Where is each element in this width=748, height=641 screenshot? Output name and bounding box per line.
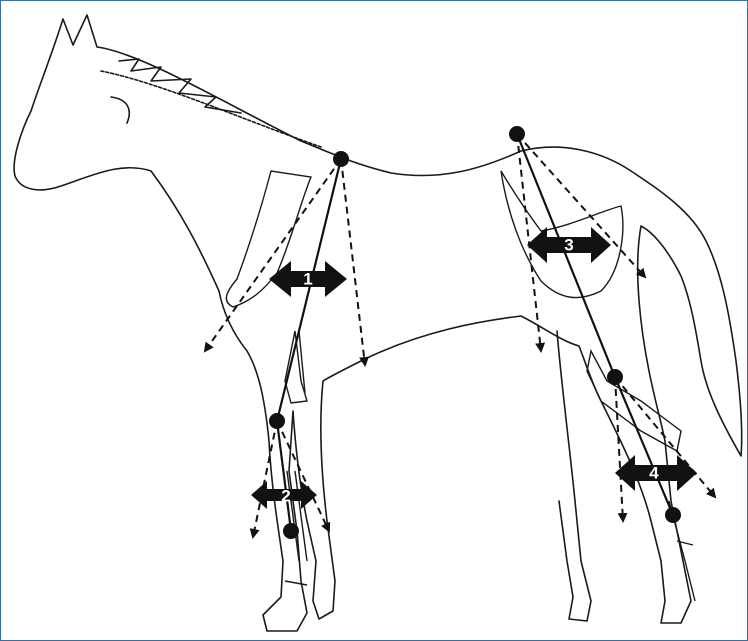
force-vector-line	[517, 134, 645, 277]
force-vector-line	[341, 159, 365, 365]
limb-axes	[277, 134, 673, 531]
arrow-label-4: 4	[649, 464, 659, 483]
force-vector-line	[253, 421, 277, 537]
joint-dot	[333, 151, 349, 167]
joint-dot	[283, 523, 299, 539]
force-vector-line	[615, 377, 623, 521]
double-arrow-3: 3	[527, 227, 611, 263]
arrow-label-2: 2	[281, 487, 290, 506]
arrow-label-3: 3	[564, 236, 573, 255]
horse-outline	[14, 15, 742, 631]
joint-dot	[509, 126, 525, 142]
arrow-label-1: 1	[303, 270, 312, 289]
double-arrow-2: 2	[251, 481, 317, 509]
joint-dot	[665, 507, 681, 523]
joint-dot	[269, 413, 285, 429]
joint-dot	[607, 369, 623, 385]
joints	[269, 126, 681, 539]
force-vector-line	[205, 159, 341, 351]
